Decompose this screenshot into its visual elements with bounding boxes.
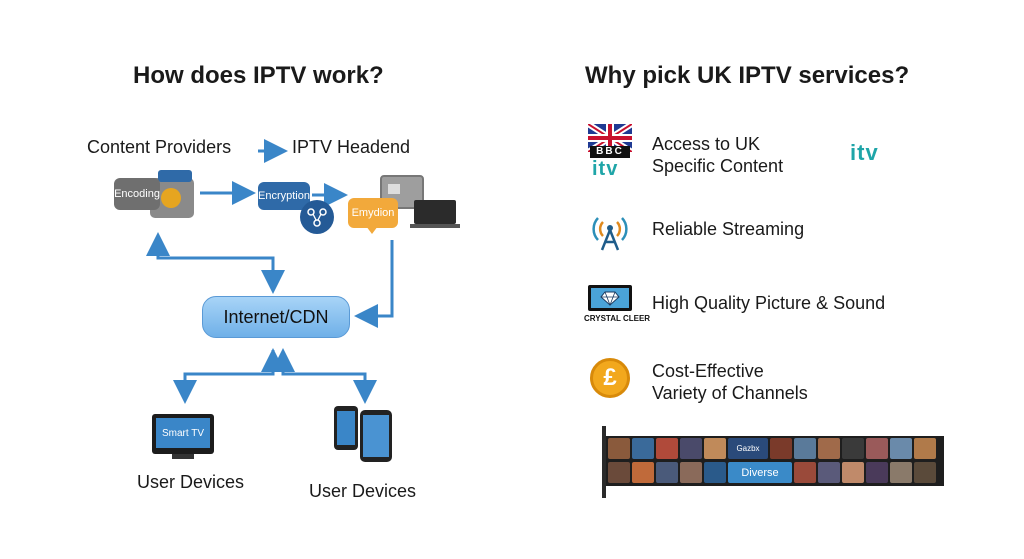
internet-cdn-node: Internet/CDN <box>202 296 350 338</box>
laptop-icon <box>414 200 456 224</box>
bbc-logo: BBC <box>590 146 630 158</box>
right-title: Why pick UK IPTV services? <box>585 62 910 89</box>
signal-tower-icon <box>588 208 632 252</box>
user-devices-label-tv: User Devices <box>137 472 245 492</box>
arrow-internet-tv <box>173 350 275 404</box>
channel-thumbnail-strip: Gazbx Diverse <box>606 436 944 486</box>
arrow-internet-mobile <box>281 360 377 404</box>
strip-label-2: Diverse <box>728 462 792 483</box>
crystal-clear-tv-icon <box>588 285 632 311</box>
pound-coin-icon: £ <box>590 358 630 398</box>
crystal-clear-label: CRYSTAL CLEER <box>584 314 651 323</box>
itv-logo-small: itv <box>592 158 619 180</box>
content-providers-label: Content Providers <box>87 137 232 157</box>
phone-icon <box>334 406 358 450</box>
feature-quality: High Quality Picture & Sound <box>652 293 886 313</box>
iptv-headend-label: IPTV Headend <box>292 137 411 157</box>
laptop-base <box>410 224 460 228</box>
tablet-icon <box>360 410 392 462</box>
encoder-top-panel <box>158 170 192 182</box>
strip-label-1: Gazbx <box>728 438 768 459</box>
network-nodes-icon <box>300 200 334 234</box>
left-title: How does IPTV work? <box>133 62 384 89</box>
bubble-tail <box>366 226 378 234</box>
user-devices-label-mobile: User Devices <box>309 481 417 501</box>
smart-tv-screen: Smart TV <box>156 418 210 448</box>
arrow-headend-internet <box>354 240 394 328</box>
smart-tv-icon: Smart TV <box>152 414 214 454</box>
feature-uk-content: Access to UK Specific Content <box>652 134 784 176</box>
arrow-providers-internet <box>156 240 285 294</box>
encoding-box: Encoding <box>114 178 160 210</box>
feature-reliable-streaming: Reliable Streaming <box>652 219 805 239</box>
strip-pole <box>602 426 606 498</box>
feature-cost-effective: Cost-Effective Variety of Channels <box>652 361 808 403</box>
itv-logo-large: itv <box>850 140 879 165</box>
encryption-speech-bubble: Emydion <box>348 198 398 228</box>
tv-stand <box>172 454 194 459</box>
encryption-box: Encryption <box>258 182 310 210</box>
